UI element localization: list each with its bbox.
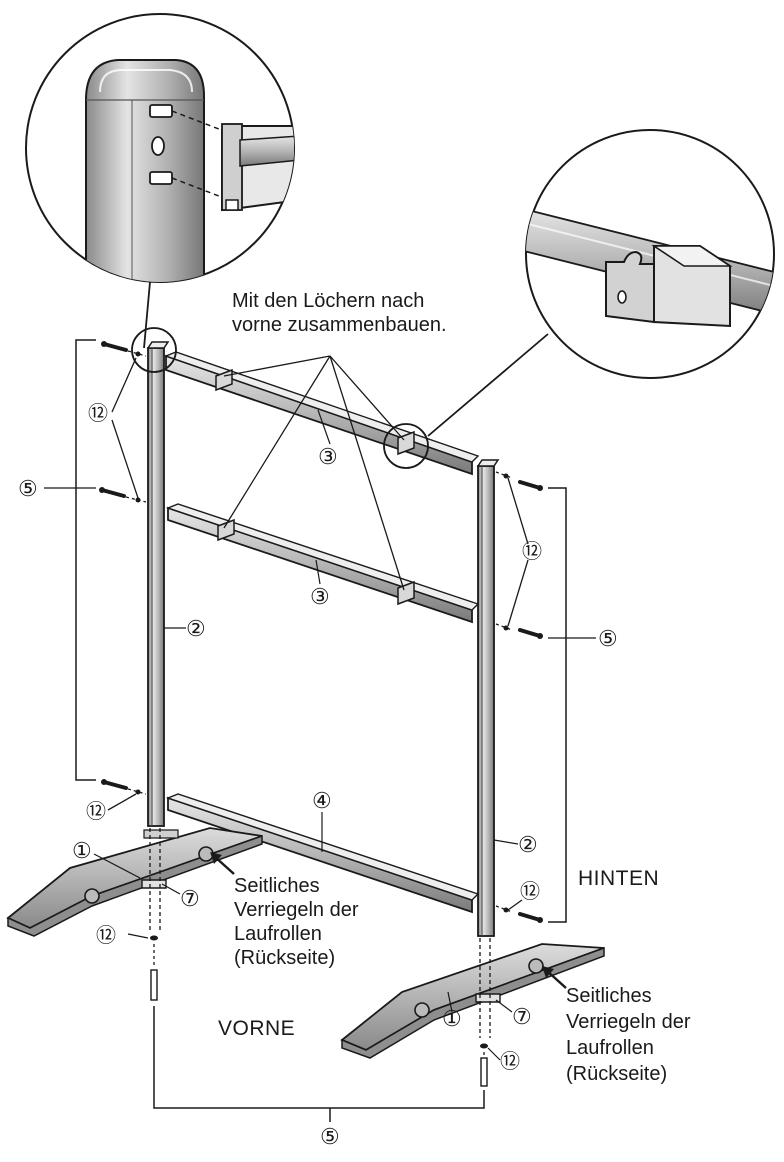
part-number-2-right: ② <box>518 832 538 857</box>
part-number-5-right: ⑤ <box>598 626 618 651</box>
part-number-12-foot-right: ⑫ <box>500 1051 520 1073</box>
label-vorne: VORNE <box>218 1017 296 1040</box>
screw-bracket-bottom <box>153 1006 485 1109</box>
label-hinten: HINTEN <box>578 867 660 890</box>
screws-right <box>495 471 567 923</box>
part-number-12-left-top: ⑫ <box>88 403 108 425</box>
part-number-5-bottom: ⑤ <box>320 1124 340 1149</box>
part-number-12-foot-left: ⑫ <box>96 925 116 947</box>
caster-lock-left-line-4: (Rückseite) <box>234 947 336 969</box>
part-number-2-left: ② <box>186 616 206 641</box>
caster-lock-right-line-2: Verriegeln der <box>566 1011 691 1033</box>
caster-lock-arrows <box>210 852 567 989</box>
detail-magnifier-right <box>427 129 775 437</box>
caster-lock-left-line-2: Verriegeln der <box>234 899 359 921</box>
part-number-7-right: ⑦ <box>512 1004 532 1029</box>
part-number-1-left: ① <box>72 838 92 863</box>
part-number-4: ④ <box>312 788 332 813</box>
detail-marker-left <box>131 327 177 373</box>
upright-left <box>146 341 170 827</box>
crossbar-middle <box>165 503 480 624</box>
detail-magnifier-left <box>25 13 295 349</box>
screws-left <box>75 339 147 811</box>
part-number-12-right-mid: ⑫ <box>522 541 542 563</box>
caster-lock-right-line-3: Laufrollen <box>566 1037 654 1059</box>
assembly-note-line-1: Mit den Löchern nach <box>232 290 425 312</box>
part-number-7-left: ⑦ <box>180 886 200 911</box>
caster-lock-right-line-1: Seitliches <box>566 985 652 1007</box>
caster-lock-left-line-3: Laufrollen <box>234 923 322 945</box>
caster-lock-left-line-1: Seitliches <box>234 875 320 897</box>
part-number-5-left: ⑤ <box>18 476 38 501</box>
assembly-note-line-2: vorne zusammenbauen. <box>232 314 447 336</box>
leader-lines <box>44 355 596 1061</box>
part-number-3-upper: ③ <box>318 444 338 469</box>
part-number-12-left-bottom: ⑫ <box>86 801 106 823</box>
detail-marker-right <box>383 423 429 469</box>
crossbar-bottom <box>165 793 480 914</box>
base-foot-left <box>6 827 263 1001</box>
caster-lock-right-line-4: (Rückseite) <box>566 1063 668 1085</box>
base-foot-right <box>340 938 605 1087</box>
part-number-1-right: ① <box>442 1006 462 1031</box>
part-number-12-right-bottom: ⑫ <box>520 881 540 903</box>
part-number-3-middle: ③ <box>310 584 330 609</box>
upright-right <box>476 459 500 937</box>
